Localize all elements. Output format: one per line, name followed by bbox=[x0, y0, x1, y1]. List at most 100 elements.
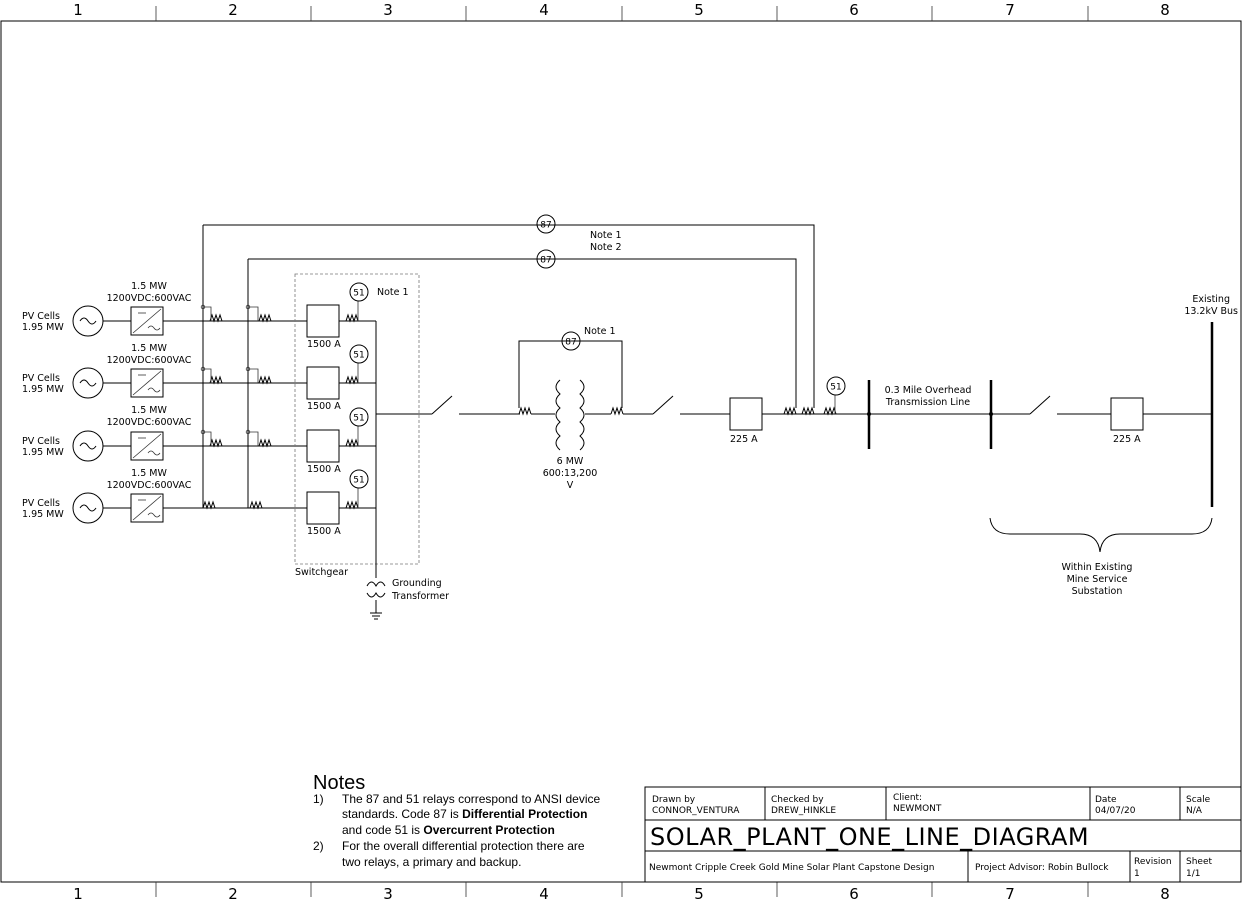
notes-title: Notes bbox=[313, 772, 365, 794]
breaker-1500a bbox=[306, 366, 340, 400]
svg-text:13.2kV Bus: 13.2kV Bus bbox=[1184, 306, 1238, 317]
pv-rating: 1.95 MW bbox=[22, 384, 64, 395]
svg-text:225 A: 225 A bbox=[1113, 434, 1141, 445]
svg-text:Project Advisor: Robin Bullock: Project Advisor: Robin Bullock bbox=[975, 863, 1109, 873]
svg-text:NEWMONT: NEWMONT bbox=[893, 804, 942, 814]
differential-ct-group bbox=[200, 224, 815, 509]
zone-label-bottom: 2 bbox=[228, 885, 238, 903]
svg-text:600:13,200: 600:13,200 bbox=[543, 468, 598, 479]
inverter-ratio: 1200VDC:600VAC bbox=[107, 480, 192, 491]
svg-text:Existing: Existing bbox=[1192, 294, 1230, 305]
svg-text:Date: Date bbox=[1095, 795, 1117, 805]
inverter-ratio: 1200VDC:600VAC bbox=[107, 355, 192, 366]
svg-text:CONNOR_VENTURA: CONNOR_VENTURA bbox=[652, 806, 740, 816]
svg-text:N/A: N/A bbox=[1186, 806, 1203, 816]
breaker-rating: 1500 A bbox=[307, 339, 341, 350]
svg-text:two relays, a primary and back: two relays, a primary and backup. bbox=[342, 855, 521, 869]
svg-text:1): 1) bbox=[313, 792, 324, 806]
disconnect-switch bbox=[431, 395, 453, 415]
switchgear: Switchgear 1500 A 1500 A 1500 A 1500 A bbox=[294, 273, 420, 578]
pv-rating: 1.95 MW bbox=[22, 322, 64, 333]
inverter-rating: 1.5 MW bbox=[131, 281, 167, 292]
svg-text:51: 51 bbox=[830, 383, 841, 393]
inverter-rating: 1.5 MW bbox=[131, 405, 167, 416]
svg-text:1: 1 bbox=[1134, 869, 1140, 879]
pv-label: PV Cells bbox=[22, 436, 60, 447]
note-1-label: Note 1 bbox=[377, 287, 409, 298]
zone-label-top: 6 bbox=[849, 1, 859, 19]
pv-source-row-4: PV Cells 1.95 MW 1.5 MW 1200VDC:600VAC bbox=[22, 468, 307, 524]
zone-label-top: 7 bbox=[1005, 1, 1015, 19]
pv-source-row-2: PV Cells 1.95 MW 1.5 MW 1200VDC:600VAC bbox=[22, 343, 307, 399]
zone-label-top: 5 bbox=[694, 1, 704, 19]
svg-text:225 A: 225 A bbox=[730, 434, 758, 445]
disconnect-switch bbox=[652, 395, 674, 415]
breaker-rating: 1500 A bbox=[307, 526, 341, 537]
main-line: 6 MW 600:13,200 V 87 Note 1 225 A 51 0.3… bbox=[376, 294, 1238, 597]
zone-label-bottom: 4 bbox=[539, 885, 549, 903]
switchgear-label: Switchgear bbox=[295, 567, 348, 578]
pv-source-row-3: PV Cells 1.95 MW 1.5 MW 1200VDC:600VAC bbox=[22, 405, 307, 462]
svg-text:DREW_HINKLE: DREW_HINKLE bbox=[771, 806, 836, 816]
zone-label-top: 1 bbox=[73, 1, 83, 19]
zone-label-top: 3 bbox=[383, 1, 393, 19]
zone-label-top: 4 bbox=[539, 1, 549, 19]
pv-source-row-1: PV Cells 1.95 MW 1.5 MW 1200VDC:600VAC bbox=[22, 281, 307, 337]
svg-text:Transmission Line: Transmission Line bbox=[885, 397, 970, 408]
svg-text:The 87 and 51 relays correspon: The 87 and 51 relays correspond to ANSI … bbox=[342, 792, 600, 806]
note-2-label: Note 2 bbox=[590, 242, 622, 253]
zone-label-bottom: 1 bbox=[73, 885, 83, 903]
zone-label-top: 2 bbox=[228, 1, 238, 19]
zone-label-bottom: 3 bbox=[383, 885, 393, 903]
svg-text:Newmont Cripple Creek Gold Min: Newmont Cripple Creek Gold Mine Solar Pl… bbox=[649, 863, 934, 873]
inverter-rating: 1.5 MW bbox=[131, 343, 167, 354]
title-block: Drawn by CONNOR_VENTURA Checked by DREW_… bbox=[644, 786, 1242, 883]
svg-text:Client:: Client: bbox=[893, 793, 922, 803]
svg-text:Within Existing: Within Existing bbox=[1062, 562, 1133, 573]
svg-text:Grounding: Grounding bbox=[392, 578, 442, 589]
note-1-label: Note 1 bbox=[590, 230, 622, 241]
pv-label: PV Cells bbox=[22, 311, 60, 322]
grounding-transformer: Grounding Transformer bbox=[366, 578, 449, 620]
breaker-1500a bbox=[306, 304, 340, 338]
step-up-transformer bbox=[555, 379, 585, 451]
svg-text:2): 2) bbox=[313, 839, 324, 853]
breaker-225a bbox=[729, 397, 763, 431]
zone-label-bottom: 8 bbox=[1160, 885, 1170, 903]
svg-text:51: 51 bbox=[353, 289, 364, 299]
svg-text:standards. Code 87 is Differen: standards. Code 87 is Differential Prote… bbox=[342, 807, 587, 821]
svg-text:and code 51 is Overcurrent Pro: and code 51 is Overcurrent Protection bbox=[342, 823, 555, 837]
relay-51-feeder-1: 51 bbox=[349, 282, 369, 302]
relay-51-feeder-4: 51 bbox=[349, 469, 369, 489]
disconnect-switch bbox=[1029, 395, 1051, 415]
svg-text:Revision: Revision bbox=[1134, 857, 1172, 867]
substation-brace bbox=[989, 517, 1213, 553]
svg-text:87: 87 bbox=[540, 256, 551, 266]
relay-87-backup: 87 bbox=[536, 249, 556, 269]
svg-text:V: V bbox=[567, 480, 574, 491]
zone-label-bottom: 7 bbox=[1005, 885, 1015, 903]
svg-text:87: 87 bbox=[565, 338, 576, 348]
relay-51-feeder-2: 51 bbox=[349, 344, 369, 364]
pv-label: PV Cells bbox=[22, 498, 60, 509]
svg-text:1/1: 1/1 bbox=[1186, 869, 1200, 879]
pv-label: PV Cells bbox=[22, 373, 60, 384]
breaker-1500a bbox=[306, 491, 340, 525]
svg-text:51: 51 bbox=[353, 476, 364, 486]
pv-rating: 1.95 MW bbox=[22, 447, 64, 458]
relay-51-feeder-3: 51 bbox=[349, 407, 369, 427]
note-1-label: Note 1 bbox=[584, 326, 616, 337]
zone-label-bottom: 6 bbox=[849, 885, 859, 903]
svg-text:Substation: Substation bbox=[1072, 586, 1123, 597]
svg-text:Scale: Scale bbox=[1186, 795, 1211, 805]
zone-label-top: 8 bbox=[1160, 1, 1170, 19]
svg-text:51: 51 bbox=[353, 351, 364, 361]
svg-text:51: 51 bbox=[353, 414, 364, 424]
pv-rating: 1.95 MW bbox=[22, 509, 64, 520]
svg-text:Checked by: Checked by bbox=[771, 795, 824, 805]
svg-text:Drawn by: Drawn by bbox=[652, 795, 696, 805]
inverter-rating: 1.5 MW bbox=[131, 468, 167, 479]
drawing-title: SOLAR_PLANT_ONE_LINE_DIAGRAM bbox=[650, 823, 1089, 851]
